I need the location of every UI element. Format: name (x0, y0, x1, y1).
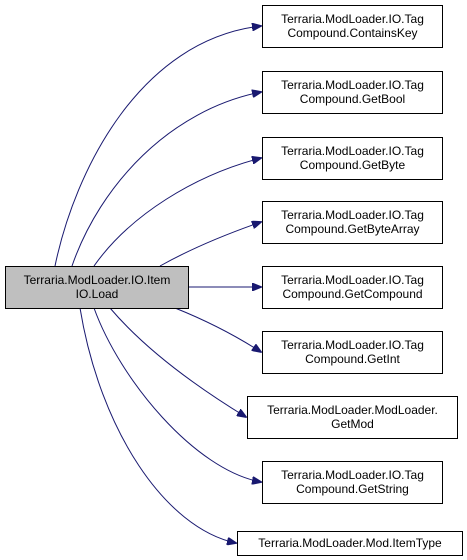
target-node[interactable]: Terraria.ModLoader.IO.TagCompound.GetByt… (262, 201, 443, 244)
target-node-label-line: Terraria.ModLoader.IO.Tag (281, 12, 424, 26)
call-edge (159, 222, 261, 267)
target-node-box (262, 461, 443, 504)
target-node-box (247, 396, 458, 439)
target-node[interactable]: Terraria.ModLoader.IO.TagCompound.GetCom… (262, 266, 443, 309)
target-node-box (262, 137, 443, 180)
call-edge (93, 307, 261, 482)
target-node-label-line: Terraria.ModLoader.ModLoader. (267, 403, 438, 417)
target-node-label-line: Compound.GetString (296, 482, 409, 496)
target-node-label-line: Terraria.ModLoader.IO.Tag (281, 144, 424, 158)
source-node-label-line: IO.Load (76, 287, 119, 301)
target-node-box (237, 531, 463, 556)
target-node[interactable]: Terraria.ModLoader.IO.TagCompound.Contai… (262, 5, 443, 48)
target-node-label-line: Terraria.ModLoader.IO.Tag (281, 338, 424, 352)
call-edge (71, 92, 261, 267)
target-node[interactable]: Terraria.ModLoader.IO.TagCompound.GetBoo… (262, 71, 443, 114)
source-node-label-line: Terraria.ModLoader.IO.Item (24, 273, 171, 287)
target-node-label-line: Compound.GetByteArray (285, 222, 419, 236)
target-node-label-line: GetMod (331, 417, 374, 431)
target-node[interactable]: Terraria.ModLoader.Mod.ItemType (237, 531, 463, 556)
source-node-box (5, 266, 189, 309)
call-edge (109, 307, 246, 417)
target-node[interactable]: Terraria.ModLoader.IO.TagCompound.GetStr… (262, 461, 443, 504)
target-node-box (262, 331, 443, 374)
target-node-label-line: Terraria.ModLoader.IO.Tag (281, 468, 424, 482)
target-node-label-line: Terraria.ModLoader.Mod.ItemType (258, 536, 442, 550)
call-edge (54, 26, 261, 267)
target-node-label-line: Compound.GetBool (300, 92, 405, 106)
call-edge (79, 307, 236, 543)
target-node-label-line: Terraria.ModLoader.IO.Tag (281, 273, 424, 287)
target-node-box (262, 266, 443, 309)
target-node-label-line: Terraria.ModLoader.IO.Tag (281, 208, 424, 222)
target-node[interactable]: Terraria.ModLoader.ModLoader.GetMod (247, 396, 458, 439)
call-edge (174, 307, 261, 352)
target-node-label-line: Compound.GetByte (300, 158, 406, 172)
target-node[interactable]: Terraria.ModLoader.IO.TagCompound.GetByt… (262, 137, 443, 180)
edges-layer (54, 26, 261, 543)
call-edge (93, 158, 261, 267)
nodes-layer: Terraria.ModLoader.IO.ItemIO.LoadTerrari… (5, 5, 463, 556)
target-node-box (262, 71, 443, 114)
target-node-label-line: Terraria.ModLoader.IO.Tag (281, 78, 424, 92)
target-node-box (262, 5, 443, 48)
target-node-label-line: Compound.ContainsKey (287, 26, 417, 40)
target-node-label-line: Compound.GetInt (305, 352, 400, 366)
target-node-label-line: Compound.GetCompound (282, 287, 422, 301)
target-node-box (262, 201, 443, 244)
